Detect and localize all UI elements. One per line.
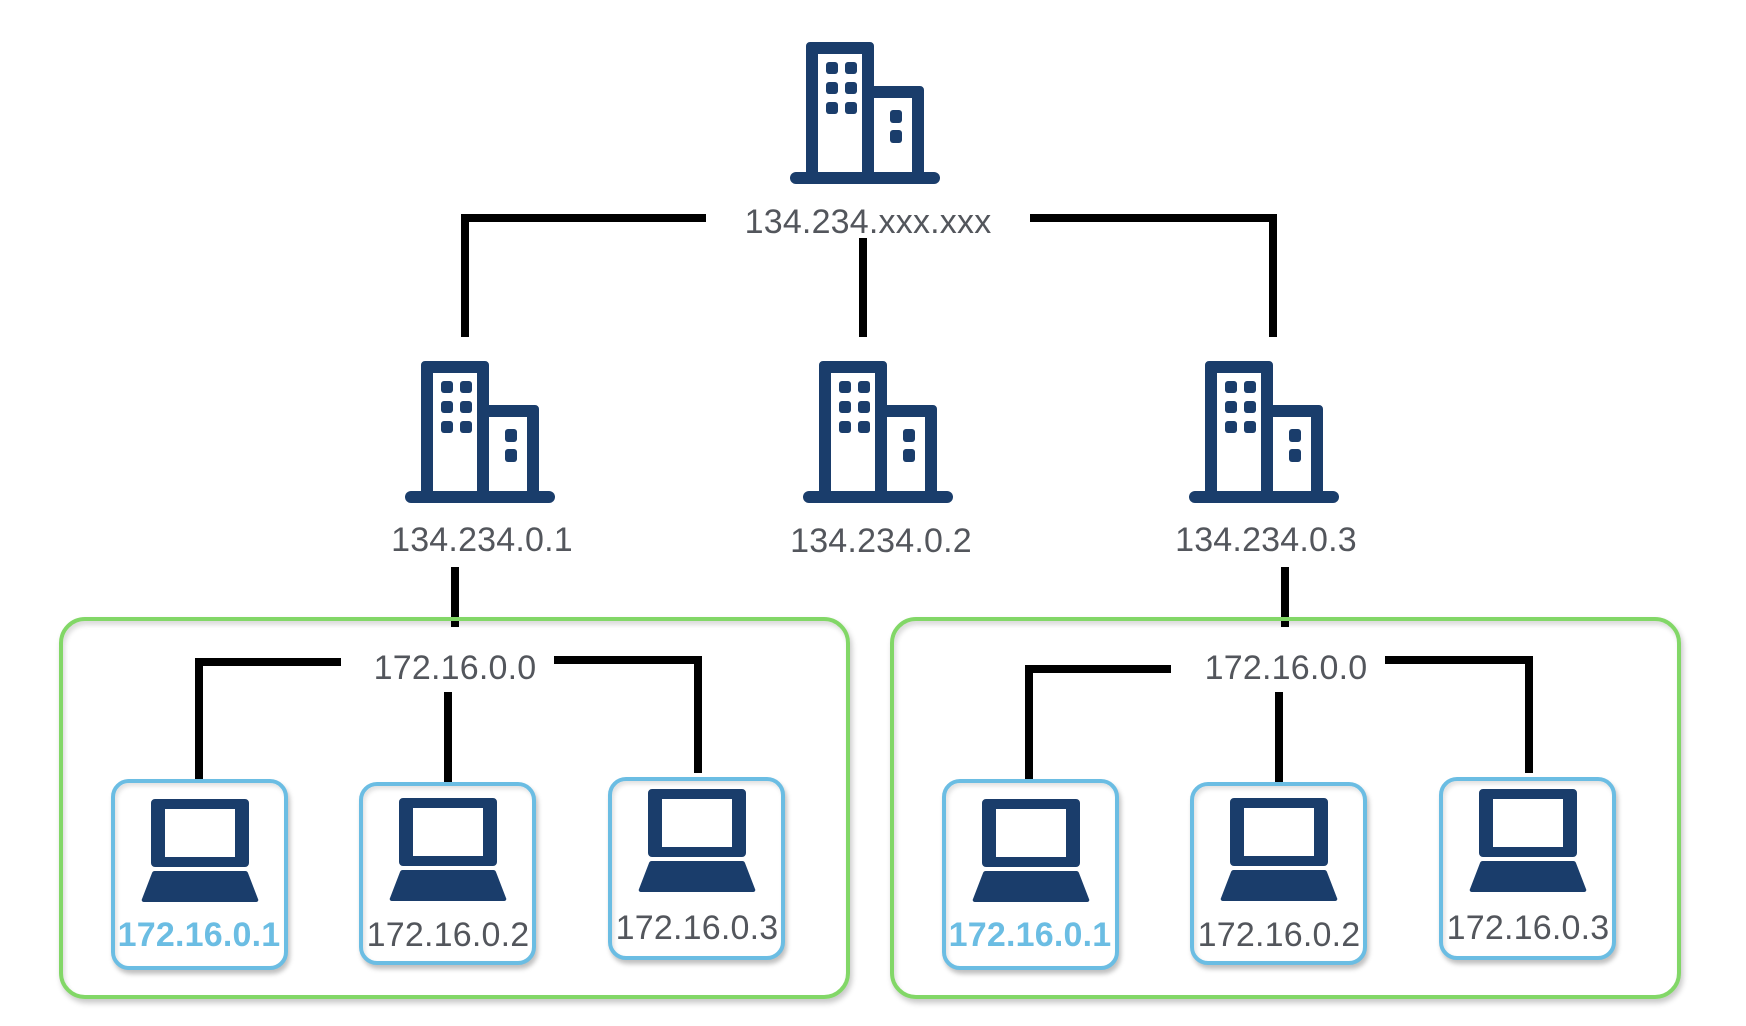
laptop-icon xyxy=(638,789,756,893)
group-1-host-3[interactable] xyxy=(608,777,785,960)
group-2-link-center-vertical xyxy=(1275,692,1283,782)
group-2-host-1[interactable] xyxy=(942,779,1119,970)
site-1-building-icon xyxy=(405,361,555,503)
group-1-host-2[interactable] xyxy=(359,782,536,965)
group-2-host-2-label: 172.16.0.2 xyxy=(1197,916,1361,954)
group-1-link-right-vertical xyxy=(694,656,702,773)
site-3-label: 134.234.0.3 xyxy=(1175,521,1357,559)
group-1-link-right-horizontal xyxy=(554,656,702,664)
site-2-label: 134.234.0.2 xyxy=(790,522,972,560)
private-network-group-1 xyxy=(59,617,850,999)
private-network-group-2 xyxy=(890,617,1681,999)
root-building-icon xyxy=(790,42,940,184)
site-3-uplink xyxy=(1281,567,1289,627)
site-2-building-icon xyxy=(803,361,953,503)
root-link-left-vertical xyxy=(461,214,469,337)
group-2-network-label: 172.16.0.0 xyxy=(1204,649,1368,687)
group-2-host-3[interactable] xyxy=(1439,777,1616,960)
group-1-host-1-label: 172.16.0.1 xyxy=(117,916,281,954)
site-3-building-icon xyxy=(1189,361,1339,503)
laptop-icon xyxy=(389,798,507,902)
group-1-host-2-label: 172.16.0.2 xyxy=(366,916,530,954)
root-link-left-horizontal xyxy=(461,214,706,222)
group-2-host-1-label: 172.16.0.1 xyxy=(948,916,1112,954)
site-1-uplink xyxy=(451,567,459,627)
laptop-icon xyxy=(141,799,259,903)
laptop-icon xyxy=(1220,798,1338,902)
group-1-link-left-vertical xyxy=(195,658,203,780)
group-1-link-center-vertical xyxy=(444,692,452,782)
group-2-host-3-label: 172.16.0.3 xyxy=(1446,909,1610,947)
group-1-link-left-horizontal xyxy=(195,658,341,666)
laptop-icon xyxy=(972,799,1090,903)
group-1-host-3-label: 172.16.0.3 xyxy=(615,909,779,947)
root-label: 134.234.xxx.xxx xyxy=(744,203,992,241)
group-2-link-left-vertical xyxy=(1025,665,1033,780)
group-1-host-1[interactable] xyxy=(111,779,288,970)
group-1-network-label: 172.16.0.0 xyxy=(373,649,537,687)
laptop-icon xyxy=(1469,789,1587,893)
root-link-center-vertical xyxy=(859,238,867,337)
group-2-host-2[interactable] xyxy=(1190,782,1367,965)
group-2-link-right-vertical xyxy=(1525,656,1533,773)
root-link-right-horizontal xyxy=(1030,214,1277,222)
group-2-link-right-horizontal xyxy=(1385,656,1533,664)
root-link-right-vertical xyxy=(1269,214,1277,337)
group-2-link-left-horizontal xyxy=(1025,665,1171,673)
site-1-label: 134.234.0.1 xyxy=(391,521,573,559)
